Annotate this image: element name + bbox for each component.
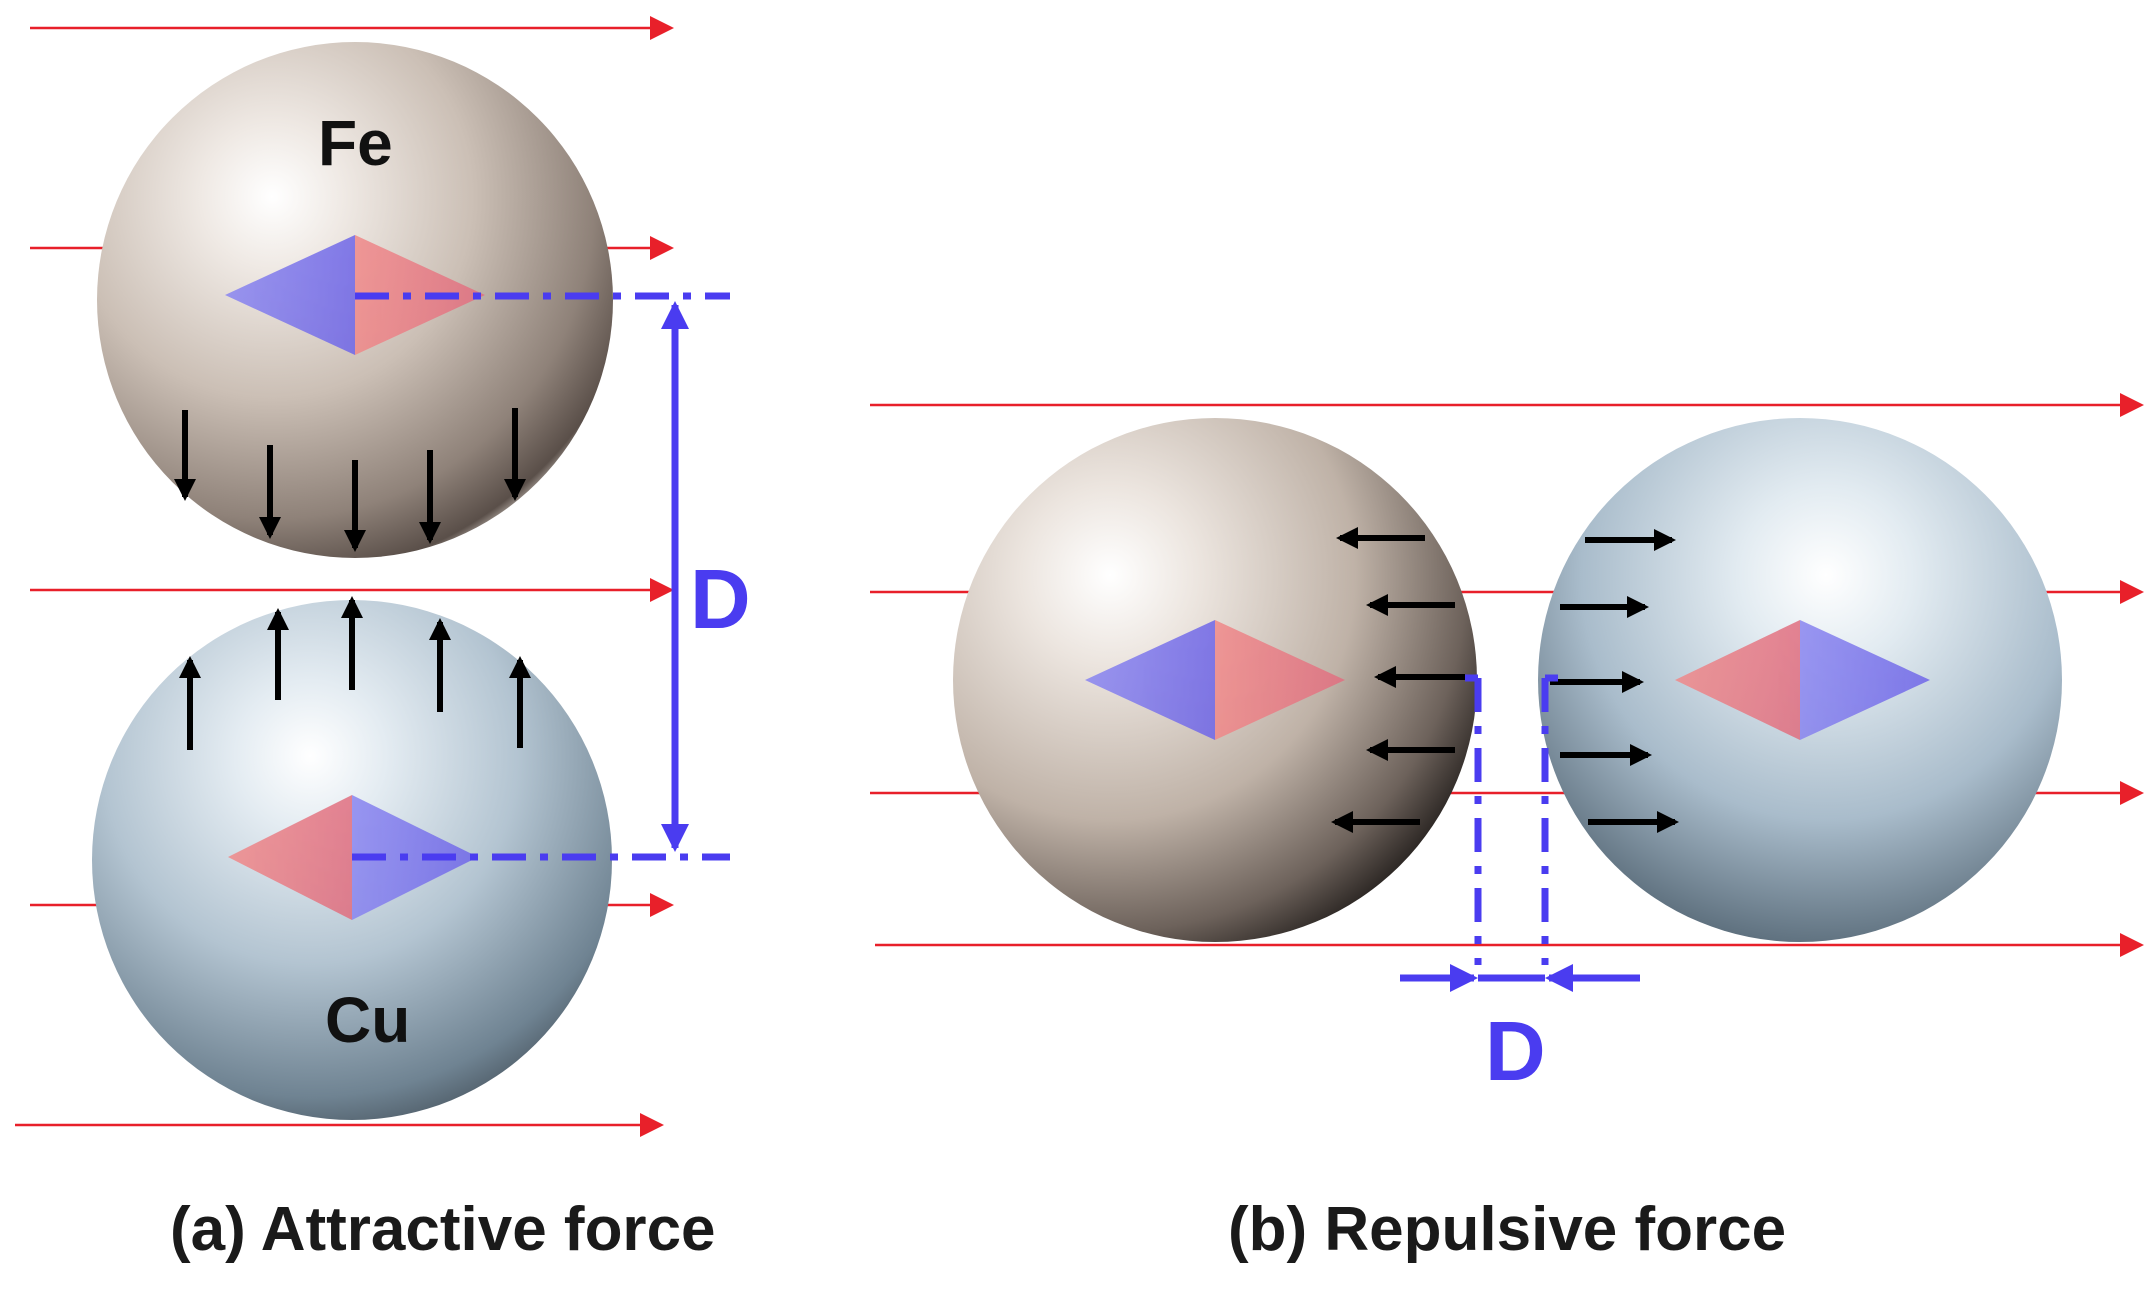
repulsive-force-arrows-right xyxy=(1550,529,1679,833)
distance-label-b: D xyxy=(1485,1004,1546,1098)
panel-b-repulsive: D (b) Repulsive force xyxy=(870,393,2144,1264)
caption-a: (a) Attractive force xyxy=(170,1195,716,1264)
panel-a-attractive: Fe Cu D xyxy=(15,16,751,1264)
cu-label: Cu xyxy=(325,984,410,1056)
attractive-force-arrows-down xyxy=(174,408,526,552)
distance-label-a: D xyxy=(690,552,751,646)
cu-particle-diamond-b xyxy=(1675,620,1930,740)
caption-b: (b) Repulsive force xyxy=(1228,1195,1786,1264)
distance-dimension-a xyxy=(352,292,730,861)
attractive-force-arrows-up xyxy=(179,596,531,750)
fe-particle-diamond-b xyxy=(1085,620,1345,740)
fe-label: Fe xyxy=(318,107,393,179)
fe-particle-diamond xyxy=(225,235,485,355)
distance-dimension-b xyxy=(1400,674,1640,992)
cu-particle-diamond xyxy=(228,795,478,920)
repulsive-force-arrows-left xyxy=(1331,527,1465,833)
